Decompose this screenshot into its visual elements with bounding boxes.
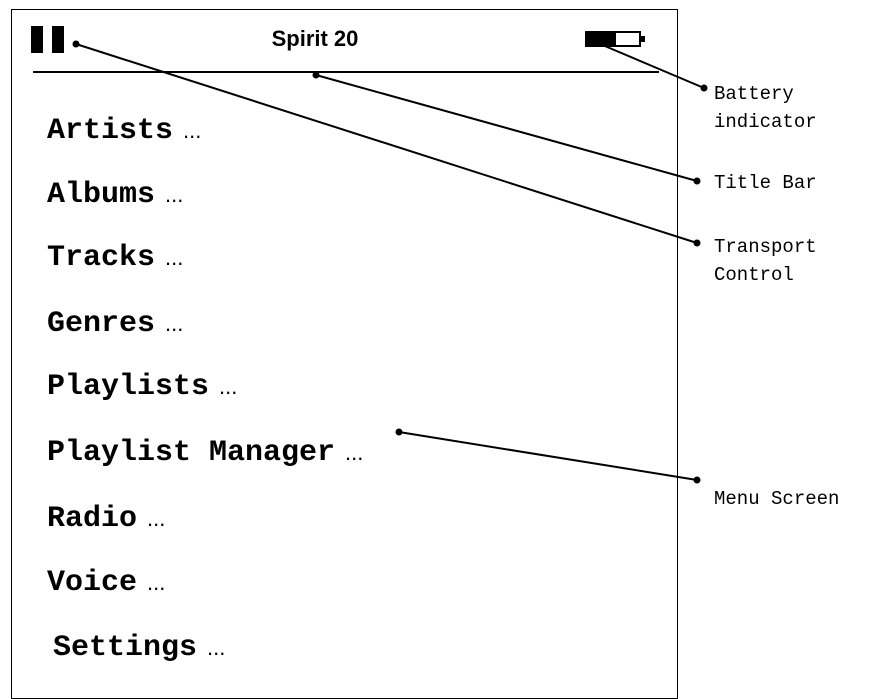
- menu-item-settings[interactable]: Settings...: [53, 631, 225, 665]
- menu-item-ellipsis: ...: [183, 118, 202, 143]
- menu-item-label: Playlist Manager: [47, 436, 336, 470]
- menu-item-genres[interactable]: Genres...: [47, 307, 183, 341]
- battery-leader-dot-end: [700, 84, 708, 92]
- menu-screen-leader-dot-end: [693, 476, 701, 484]
- menu-item-label: Playlists: [47, 370, 210, 404]
- menu-item-ellipsis: ...: [219, 374, 238, 399]
- menu-item-artists[interactable]: Artists...: [47, 114, 201, 148]
- menu-item-label: Artists: [47, 114, 174, 148]
- pause-bar-right: [52, 26, 64, 53]
- menu-item-playlists[interactable]: Playlists...: [47, 370, 237, 404]
- menu-item-radio[interactable]: Radio...: [47, 502, 165, 536]
- device-title: Spirit 20: [271, 26, 359, 51]
- menu-item-ellipsis: ...: [165, 245, 184, 270]
- menu-item-ellipsis: ...: [147, 570, 166, 595]
- battery-tip: [641, 36, 645, 42]
- menu-item-ellipsis: ...: [165, 311, 184, 336]
- menu-item-label: Radio: [47, 502, 138, 536]
- menu-item-label: Albums: [47, 178, 156, 212]
- menu-item-ellipsis: ...: [345, 440, 364, 465]
- callout-transport-control: Transport Control: [714, 236, 817, 286]
- menu-item-ellipsis: ...: [165, 182, 184, 207]
- pause-icon[interactable]: [31, 26, 71, 53]
- battery-body: [585, 31, 641, 47]
- callout-menu-screen: Menu Screen: [714, 488, 840, 510]
- menu-item-label: Tracks: [47, 241, 156, 275]
- pause-bar-left: [31, 26, 43, 53]
- battery-fill: [587, 33, 616, 45]
- transport-leader-dot-end: [693, 239, 701, 247]
- menu-item-playlist-manager[interactable]: Playlist Manager...: [47, 436, 363, 470]
- menu-item-ellipsis: ...: [207, 635, 226, 660]
- menu-item-ellipsis: ...: [147, 506, 166, 531]
- menu-item-label: Genres: [47, 307, 156, 341]
- menu-item-label: Voice: [47, 566, 138, 600]
- title-bar-leader-dot-end: [693, 177, 701, 185]
- callout-title-bar: Title Bar: [714, 172, 817, 194]
- menu-item-voice[interactable]: Voice...: [47, 566, 165, 600]
- battery-icon: [585, 31, 647, 47]
- menu-item-albums[interactable]: Albums...: [47, 178, 183, 212]
- menu-item-label: Settings: [53, 631, 198, 665]
- callout-battery-indicator: Battery indicator: [714, 83, 817, 133]
- title-bar-divider: [33, 71, 659, 73]
- menu-item-tracks[interactable]: Tracks...: [47, 241, 183, 275]
